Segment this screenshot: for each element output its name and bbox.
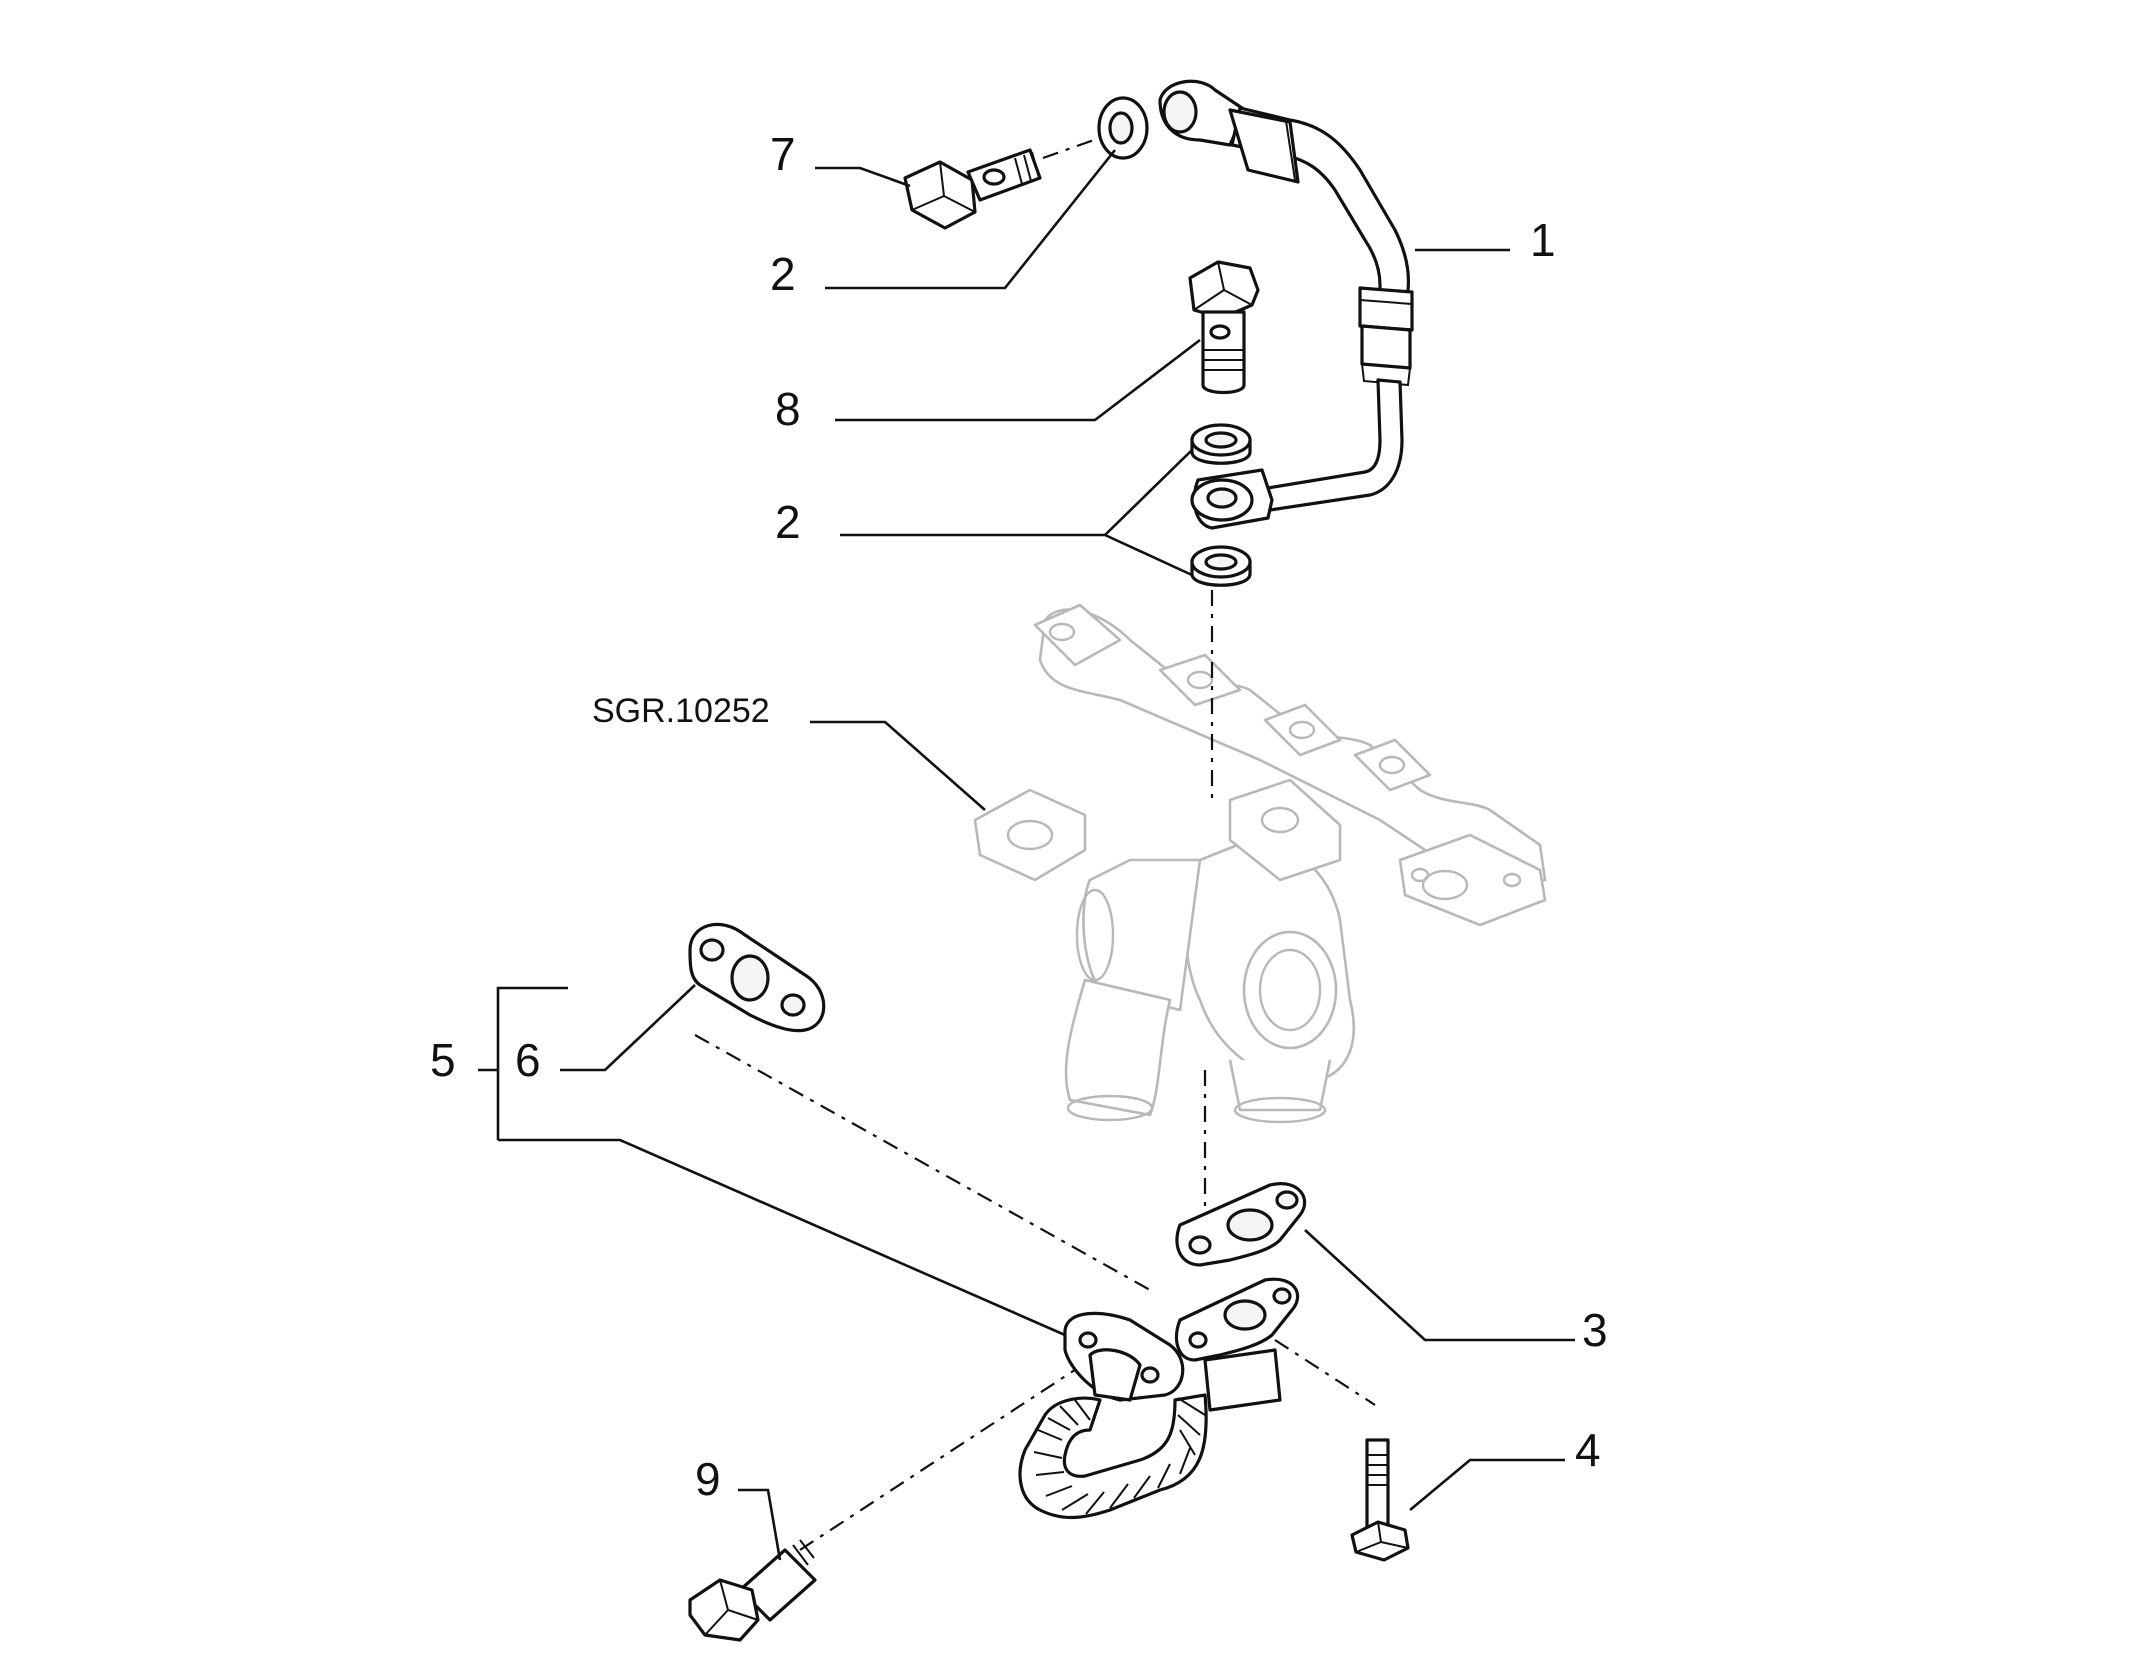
label-5: 5 bbox=[430, 1034, 456, 1086]
bolt-part-4 bbox=[1350, 1438, 1410, 1562]
gasket-part-3 bbox=[1175, 1182, 1307, 1267]
label-1: 1 bbox=[1530, 214, 1556, 266]
label-4: 4 bbox=[1575, 1424, 1601, 1476]
label-6: 6 bbox=[515, 1034, 541, 1086]
leader-lines bbox=[478, 149, 1575, 1561]
label-8: 8 bbox=[775, 383, 801, 435]
label-2-lower: 2 bbox=[775, 496, 801, 548]
banjo-bolt-part-8 bbox=[1188, 260, 1260, 395]
oil-drain-pipe-part-5 bbox=[1018, 1277, 1300, 1520]
label-2-top: 2 bbox=[770, 248, 796, 300]
oil-feed-pipe-part-1 bbox=[1158, 79, 1414, 530]
sealing-washer-part-2-top bbox=[1097, 96, 1149, 160]
bolt-part-9 bbox=[688, 1539, 817, 1642]
label-9: 9 bbox=[695, 1453, 721, 1505]
reference-code: SGR.10252 bbox=[592, 692, 770, 730]
label-7: 7 bbox=[770, 128, 796, 180]
sealing-washers-part-2-lower bbox=[1190, 423, 1252, 587]
banjo-bolt-part-7 bbox=[903, 148, 1042, 230]
callout-labels: 7 2 1 8 2 SGR.10252 5 6 3 4 9 bbox=[430, 128, 1608, 1505]
label-3: 3 bbox=[1582, 1304, 1608, 1356]
turbocharger-manifold-ghost bbox=[973, 603, 1547, 1124]
gasket-part-6 bbox=[688, 922, 826, 1033]
